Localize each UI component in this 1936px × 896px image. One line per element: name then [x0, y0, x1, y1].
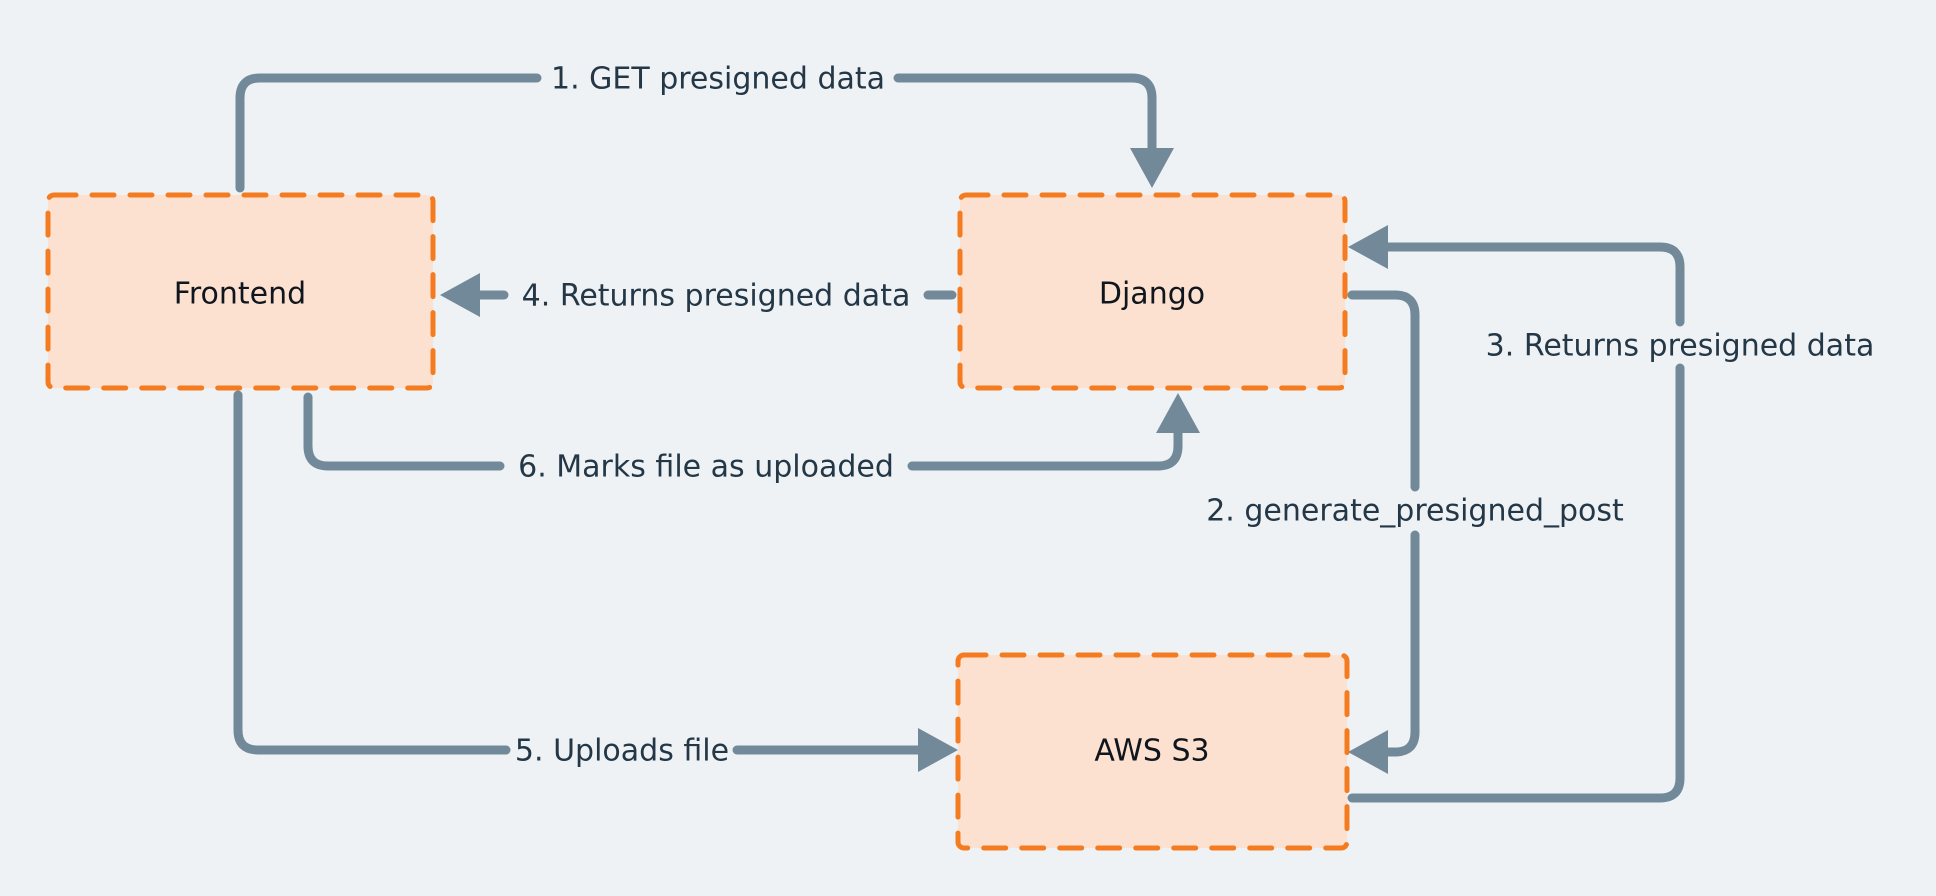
edge-3-label: 3. Returns presigned data: [1486, 329, 1875, 364]
node-aws-s3[interactable]: AWS S3: [955, 652, 1350, 851]
edge-3-returns-presigned-data: [1347, 225, 1685, 803]
edge-6-marks-file-as-uploaded: [303, 392, 1200, 471]
node-aws-s3-box[interactable]: [955, 652, 1350, 851]
node-django[interactable]: Django: [957, 192, 1348, 391]
edge-3-path-lower: [1347, 363, 1685, 803]
edge-6-path-right: [907, 423, 1183, 471]
edge-2-path-lower: [1377, 530, 1420, 757]
node-aws-s3-label: AWS S3: [1094, 734, 1209, 769]
node-frontend[interactable]: Frontend: [45, 192, 436, 391]
edge-3-arrowhead: [1348, 225, 1388, 269]
edge-6-arrowhead: [1156, 393, 1200, 433]
node-frontend-label: Frontend: [174, 277, 306, 312]
edge-1-arrowhead: [1130, 148, 1174, 188]
node-django-box[interactable]: [957, 192, 1348, 391]
edge-1-path-left: [235, 73, 542, 193]
edge-2-generate-presigned-post: [1347, 290, 1420, 774]
node-frontend-box[interactable]: [45, 192, 436, 391]
edge-2-arrowhead: [1348, 730, 1388, 774]
edge-2-label: 2. generate_presigned_post: [1206, 494, 1624, 529]
edge-6-path-left: [303, 392, 505, 471]
edge-3-path-upper: [1377, 242, 1685, 327]
node-django-label: Django: [1099, 277, 1205, 312]
edge-6-label: 6. Marks file as uploaded: [518, 450, 894, 485]
edge-4-label: 4. Returns presigned data: [522, 279, 911, 314]
edge-1-label: 1. GET presigned data: [551, 62, 885, 97]
edge-4-returns-presigned-data: [440, 273, 957, 317]
edge-5-label: 5. Uploads file: [515, 734, 729, 769]
edge-5-path-left: [233, 390, 511, 755]
edge-2-path-upper: [1347, 290, 1420, 492]
edge-1-get-presigned-data: [235, 73, 1174, 193]
edge-4-arrowhead: [440, 273, 480, 317]
edge-5-uploads-file: [233, 390, 958, 772]
edge-1-path-right: [893, 73, 1157, 157]
edge-5-arrowhead: [918, 728, 958, 772]
